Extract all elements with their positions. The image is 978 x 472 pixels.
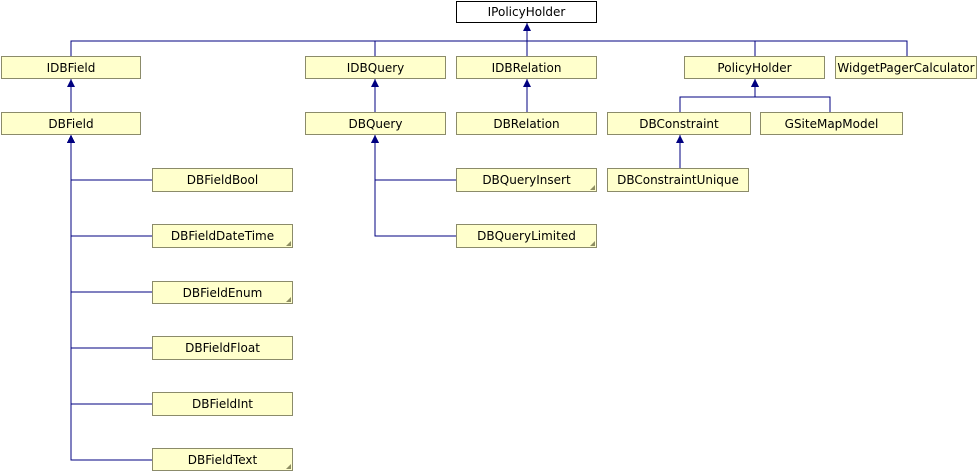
class-node-idb-query[interactable]: IDBQuery [305, 56, 446, 79]
edge-line [70, 135, 152, 461]
edge-db-field-float-to-db-field [67, 135, 152, 349]
edge-db-query-to-idb-query [371, 79, 379, 112]
class-node-idb-field[interactable]: IDBField [1, 56, 141, 79]
edge-line [527, 40, 908, 56]
class-node-db-field-text[interactable]: DBFieldText [152, 448, 293, 471]
edge-line [374, 135, 456, 237]
class-label: DBField [48, 116, 94, 131]
edge-db-constraint-to-policy-holder [679, 79, 759, 112]
edge-line [70, 135, 152, 237]
class-node-db-field-date-time[interactable]: DBFieldDateTime [152, 224, 293, 248]
edge-line [527, 40, 756, 56]
edge-line [70, 135, 152, 349]
edge-line [679, 79, 756, 112]
folded-corner-icon [286, 241, 291, 246]
class-label: DBConstraint [639, 116, 719, 131]
edge-policy-holder-to-i-policy-holder [527, 40, 756, 56]
class-label: DBConstraintUnique [617, 173, 739, 187]
edge-idb-field-to-i-policy-holder [70, 40, 527, 56]
class-label: DBFieldText [187, 452, 258, 467]
class-node-db-field[interactable]: DBField [1, 112, 141, 135]
edge-g-site-map-model-to-policy-holder [751, 79, 831, 112]
class-node-db-constraint[interactable]: DBConstraint [607, 112, 751, 135]
arrowhead-icon [523, 79, 531, 87]
edge-db-query-limited-to-db-query [371, 135, 456, 237]
class-label: IDBRelation [491, 60, 562, 75]
folded-corner-icon [286, 297, 291, 302]
class-node-idb-relation[interactable]: IDBRelation [456, 56, 597, 79]
class-label: DBFieldDateTime [170, 229, 275, 243]
class-label: IDBQuery [346, 60, 405, 75]
edge-line [374, 135, 456, 181]
folded-corner-icon [590, 241, 595, 246]
class-node-db-query-limited[interactable]: DBQueryLimited [456, 224, 597, 248]
edge-db-field-date-time-to-db-field [67, 135, 152, 237]
class-node-policy-holder[interactable]: PolicyHolder [684, 56, 825, 79]
arrowhead-icon [371, 79, 379, 87]
folded-corner-icon [286, 464, 291, 469]
edge-line [70, 40, 527, 56]
class-node-db-field-int[interactable]: DBFieldInt [152, 392, 293, 416]
edge-line [70, 135, 152, 293]
arrowhead-icon [67, 135, 75, 143]
class-node-g-site-map-model[interactable]: GSiteMapModel [760, 112, 903, 135]
class-label: GSiteMapModel [784, 116, 879, 131]
edge-line [70, 135, 152, 181]
class-label: DBQueryInsert [482, 173, 571, 187]
class-node-i-policy-holder[interactable]: IPolicyHolder [456, 1, 597, 23]
edge-db-field-text-to-db-field [67, 135, 152, 461]
class-label: IPolicyHolder [487, 5, 566, 19]
edge-db-field-bool-to-db-field [67, 135, 152, 181]
arrowhead-icon [676, 135, 684, 143]
folded-corner-icon [590, 185, 595, 190]
class-node-db-query[interactable]: DBQuery [305, 112, 446, 135]
edge-idb-query-to-i-policy-holder [374, 40, 527, 56]
class-label: PolicyHolder [717, 60, 792, 75]
class-label: DBFieldBool [186, 173, 259, 187]
edge-db-field-enum-to-db-field [67, 135, 152, 293]
class-label: IDBField [46, 60, 96, 75]
class-label: DBRelation [493, 116, 560, 131]
edge-db-relation-to-idb-relation [523, 79, 531, 112]
edge-line [374, 40, 527, 56]
class-label: DBFieldInt [191, 397, 254, 411]
class-node-db-field-float[interactable]: DBFieldFloat [152, 336, 293, 360]
arrowhead-icon [67, 79, 75, 87]
edge-db-field-to-idb-field [67, 79, 75, 112]
edge-db-query-insert-to-db-query [371, 135, 456, 181]
class-node-widget-pager-calculator[interactable]: WidgetPagerCalculator [835, 56, 977, 79]
edge-line [754, 79, 831, 112]
arrowhead-icon [523, 23, 531, 31]
edge-db-field-int-to-db-field [67, 135, 152, 405]
edge-line [70, 135, 152, 405]
edge-widget-pager-calculator-to-i-policy-holder [527, 40, 908, 56]
class-node-db-field-bool[interactable]: DBFieldBool [152, 168, 293, 192]
arrowhead-icon [371, 135, 379, 143]
class-node-db-constraint-unique[interactable]: DBConstraintUnique [607, 168, 749, 192]
arrowhead-icon [751, 79, 759, 87]
class-label: WidgetPagerCalculator [837, 60, 975, 75]
class-label: DBQuery [348, 116, 403, 131]
class-node-db-field-enum[interactable]: DBFieldEnum [152, 281, 293, 304]
class-label: DBFieldFloat [185, 341, 260, 355]
class-node-db-relation[interactable]: DBRelation [456, 112, 597, 135]
class-node-db-query-insert[interactable]: DBQueryInsert [456, 168, 597, 192]
class-label: DBFieldEnum [182, 285, 263, 300]
edge-idb-relation-to-i-policy-holder [523, 23, 531, 56]
class-label: DBQueryLimited [477, 229, 576, 243]
edge-db-constraint-unique-to-db-constraint [676, 135, 684, 168]
